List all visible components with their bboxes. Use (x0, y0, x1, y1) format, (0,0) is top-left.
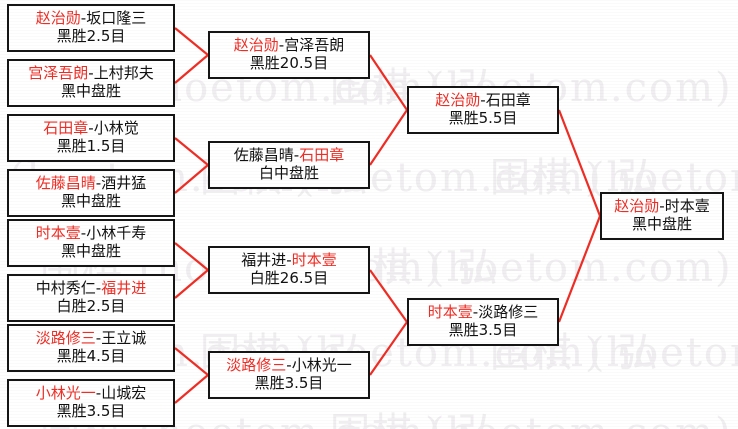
player-left: 淡路修三 (226, 356, 287, 375)
player-right: 坂口隆三 (86, 9, 147, 28)
match-players: 福井进-时本壹 (241, 251, 337, 270)
match-players: 时本壹-小林千寿 (35, 224, 147, 243)
player-right: 淡路修三 (478, 303, 539, 322)
match-box-sf-2[interactable]: 时本壹-淡路修三 黑胜3.5目 (407, 298, 559, 346)
player-right: 时本壹 (291, 251, 337, 270)
vs-dash: - (472, 303, 479, 322)
vs-dash: - (278, 36, 285, 55)
match-box-r2-1[interactable]: 赵治勋-宫泽吾朗 黑胜20.5目 (208, 31, 370, 79)
match-result: 黑胜3.5目 (56, 402, 126, 420)
player-right: 石田章 (299, 146, 345, 165)
match-box-r1-2[interactable]: 宫泽吾朗-上村邦夫 黑中盘胜 (7, 59, 175, 107)
vs-dash: - (95, 329, 102, 348)
match-box-r1-5[interactable]: 时本壹-小林千寿 黑中盘胜 (7, 219, 175, 267)
player-left: 淡路修三 (35, 329, 96, 348)
match-players: 佐藤昌晴-石田章 (233, 146, 345, 165)
match-box-r1-8[interactable]: 小林光一-山城宏 黑胜3.5目 (7, 379, 175, 427)
match-players: 淡路修三-王立诚 (35, 329, 147, 348)
match-players: 时本壹-淡路修三 (427, 303, 539, 322)
match-result: 黑中盘胜 (60, 192, 121, 210)
player-right: 王立诚 (101, 329, 147, 348)
match-players: 赵治勋-坂口隆三 (35, 9, 147, 28)
vs-dash: - (480, 91, 486, 110)
match-result: 黑胜2.5目 (56, 27, 126, 45)
match-result: 白胜2.5目 (56, 297, 126, 315)
player-left: 佐藤昌晴 (233, 146, 294, 165)
match-box-r2-2[interactable]: 佐藤昌晴-石田章 白中盘胜 (208, 141, 370, 189)
match-result: 黑胜3.5目 (254, 374, 324, 392)
match-result: 黑胜20.5目 (249, 54, 329, 72)
player-left: 赵治勋 (435, 91, 481, 110)
match-players: 宫泽吾朗-上村邦夫 (28, 64, 154, 83)
match-result: 黑胜5.5目 (448, 109, 518, 127)
player-right: 上村邦夫 (93, 64, 154, 83)
match-result: 黑胜3.5目 (448, 321, 518, 339)
match-players: 小林光一-山城宏 (35, 384, 147, 403)
vs-dash: - (80, 9, 87, 28)
match-result: 白中盘胜 (258, 164, 319, 182)
player-left: 赵治勋 (35, 9, 81, 28)
player-right: 宫泽吾朗 (284, 36, 345, 55)
player-right: 时本壹 (664, 197, 710, 216)
player-right: 福井进 (101, 279, 147, 298)
match-box-r1-7[interactable]: 淡路修三-王立诚 黑胜4.5目 (7, 324, 175, 372)
vs-dash: - (95, 279, 102, 298)
player-left: 时本壹 (427, 303, 473, 322)
match-box-sf-1[interactable]: 赵治勋-石田章 黑胜5.5目 (407, 86, 559, 134)
match-result: 黑中盘胜 (60, 82, 121, 100)
match-players: 淡路修三-小林光一 (226, 356, 352, 375)
player-right: 小林光一 (291, 356, 352, 375)
match-result: 黑中盘胜 (631, 215, 692, 233)
vs-dash: - (88, 119, 94, 138)
vs-dash: - (95, 174, 102, 193)
player-right: 小林千寿 (86, 224, 147, 243)
player-left: 福井进 (241, 251, 287, 270)
player-left: 赵治勋 (614, 197, 660, 216)
match-players: 赵治勋-宫泽吾朗 (233, 36, 345, 55)
vs-dash: - (286, 251, 292, 270)
match-box-r2-4[interactable]: 淡路修三-小林光一 黑胜3.5目 (208, 351, 370, 399)
player-right: 小林觉 (93, 119, 139, 138)
player-left: 赵治勋 (233, 36, 279, 55)
match-result: 黑中盘胜 (60, 242, 121, 260)
player-right: 山城宏 (101, 384, 147, 403)
player-left: 时本壹 (35, 224, 81, 243)
match-box-r2-3[interactable]: 福井进-时本壹 白胜26.5目 (208, 246, 370, 294)
match-players: 赵治勋-时本壹 (614, 197, 710, 216)
match-players: 赵治勋-石田章 (435, 91, 531, 110)
watermark-text: 围棋 (hoetom.com) 弘 (330, 400, 738, 429)
vs-dash: - (293, 146, 300, 165)
player-right: 酒井猛 (101, 174, 147, 193)
vs-dash: - (95, 384, 102, 403)
match-box-r1-3[interactable]: 石田章-小林觉 黑胜1.5目 (7, 114, 175, 162)
match-players: 石田章-小林觉 (43, 119, 139, 138)
player-left: 小林光一 (35, 384, 96, 403)
match-result: 黑胜4.5目 (56, 347, 126, 365)
match-box-r1-1[interactable]: 赵治勋-坂口隆三 黑胜2.5目 (7, 4, 175, 52)
match-box-r1-4[interactable]: 佐藤昌晴-酒井猛 黑中盘胜 (7, 169, 175, 217)
match-box-final[interactable]: 赵治勋-时本壹 黑中盘胜 (600, 192, 724, 240)
vs-dash: - (659, 197, 665, 216)
player-left: 石田章 (43, 119, 89, 138)
vs-dash: - (80, 224, 87, 243)
player-left: 中村秀仁 (35, 279, 96, 298)
vs-dash: - (286, 356, 292, 375)
player-left: 宫泽吾朗 (28, 64, 89, 83)
match-players: 中村秀仁-福井进 (35, 279, 147, 298)
player-left: 佐藤昌晴 (35, 174, 96, 193)
watermark-text: 围棋 (hoetom.com) 弘 (330, 245, 738, 291)
match-box-r1-6[interactable]: 中村秀仁-福井进 白胜2.5目 (7, 274, 175, 322)
match-result: 黑胜1.5目 (56, 137, 126, 155)
match-players: 佐藤昌晴-酒井猛 (35, 174, 147, 193)
player-right: 石田章 (485, 91, 531, 110)
match-result: 白胜26.5目 (249, 269, 329, 287)
vs-dash: - (88, 64, 94, 83)
